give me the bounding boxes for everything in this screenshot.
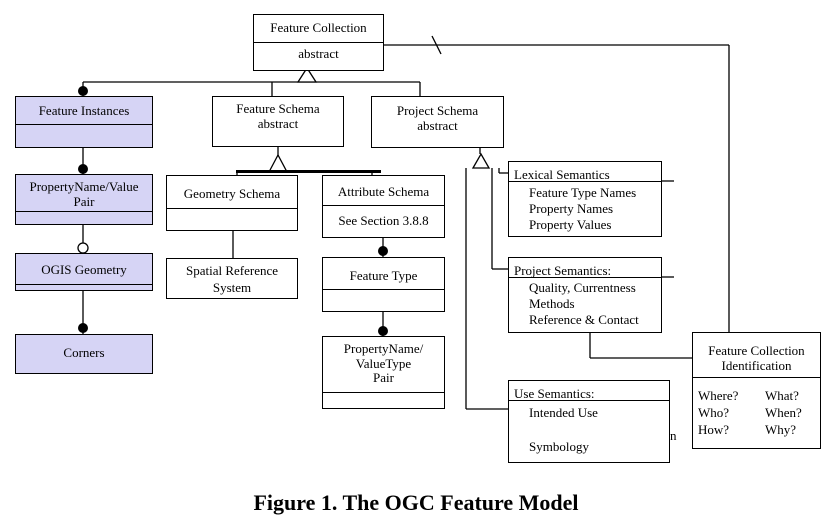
lexical-semantics-title: Lexical Semantics	[514, 167, 610, 182]
attribute-schema-divider	[323, 205, 444, 206]
corners-box: Corners	[15, 334, 153, 374]
fc-id-question: Why?	[765, 422, 797, 437]
valuetype-pair-line1: PropertyName/	[343, 341, 424, 356]
property-pair-dot	[78, 164, 88, 174]
fc-inheritance-triangle	[296, 66, 318, 83]
corners-dot	[78, 323, 88, 333]
project-semantics-divider	[509, 277, 661, 278]
ogis-geometry-box: OGIS Geometry	[15, 253, 153, 291]
feature-collection-divider	[254, 42, 383, 43]
geometry-schema-title: Geometry Schema	[183, 186, 281, 201]
figure-caption: Figure 1. The OGC Feature Model	[253, 490, 579, 515]
property-name-value-divider	[16, 211, 152, 212]
lexical-semantics-divider	[509, 181, 661, 182]
feature-instances-box: Feature Instances	[15, 96, 153, 148]
property-name-valuetype-box: PropertyName/ ValueType Pair	[322, 336, 445, 409]
valuetype-pair-line3: Pair	[373, 370, 394, 385]
lexical-semantics-item: Property Names	[529, 201, 614, 216]
project-semantics-item: Quality, Currentness	[529, 280, 636, 295]
spatial-reference-line2: System	[212, 280, 252, 295]
fc-id-question: Where?	[698, 388, 739, 403]
use-semantics-stray-label: n	[670, 428, 677, 443]
fc-identification-box: Feature Collection Identification Where?…	[692, 332, 821, 449]
ogis-geometry-title: OGIS Geometry	[41, 262, 127, 277]
fc-id-question: What?	[765, 388, 799, 403]
fc-identification-line1: Feature Collection	[708, 343, 805, 358]
feature-instances-dot	[78, 86, 88, 96]
project-semantics-item: Reference & Contact	[529, 312, 639, 327]
project-semantics-box: Project Semantics: Quality, Currentness …	[508, 257, 662, 333]
property-name-value-box: PropertyName/Value Pair	[15, 174, 153, 225]
valuetype-pair-line2: ValueType	[355, 356, 412, 371]
project-semantics-item: Methods	[529, 296, 575, 311]
fc-id-slash-mark	[431, 35, 442, 55]
geometry-schema-box: Geometry Schema	[166, 175, 298, 231]
fc-id-question: Who?	[698, 405, 730, 420]
fc-id-question: When?	[765, 405, 802, 420]
project-schema-abstract: abstract	[417, 118, 458, 133]
use-semantics-title: Use Semantics:	[514, 386, 595, 401]
feature-collection-title: Feature Collection	[270, 20, 367, 35]
feature-instances-divider	[16, 124, 152, 125]
valuetype-pair-dot	[378, 326, 388, 336]
feature-type-title: Feature Type	[349, 268, 418, 283]
feature-type-dot	[378, 246, 388, 256]
ogis-geometry-hollow-dot	[77, 242, 89, 254]
use-semantics-item: Intended Use	[529, 405, 598, 420]
use-semantics-item: Symbology	[529, 439, 589, 454]
use-semantics-divider	[509, 400, 669, 401]
attribute-schema-box: Attribute Schema See Section 3.8.8	[322, 175, 445, 238]
project-schema-box: Project Schema abstract	[371, 96, 504, 148]
corners-title: Corners	[63, 345, 105, 360]
project-schema-inheritance-triangle	[471, 152, 491, 169]
use-semantics-box: Use Semantics: Intended Use Symbology	[508, 380, 670, 463]
feature-type-divider	[323, 289, 444, 290]
valuetype-pair-divider	[323, 392, 444, 393]
attribute-schema-title: Attribute Schema	[337, 184, 430, 199]
fc-identification-line2: Identification	[721, 358, 792, 373]
feature-instances-title: Feature Instances	[38, 103, 130, 118]
spatial-reference-line1: Spatial Reference	[185, 263, 279, 278]
lexical-semantics-item: Feature Type Names	[529, 185, 637, 200]
fc-id-question: How?	[698, 422, 730, 437]
feature-schema-box: Feature Schema abstract	[212, 96, 344, 147]
geometry-schema-divider	[167, 208, 297, 209]
lexical-semantics-item: Property Values	[529, 217, 612, 232]
lexical-semantics-box: Lexical Semantics Feature Type Names Pro…	[508, 161, 662, 237]
project-schema-title: Project Schema	[396, 103, 479, 118]
fc-identification-divider	[693, 377, 820, 378]
feature-schema-abstract: abstract	[257, 116, 299, 131]
project-semantics-title: Project Semantics:	[514, 263, 612, 278]
feature-schema-title: Feature Schema	[236, 101, 320, 116]
feature-collection-abstract: abstract	[298, 46, 339, 61]
property-name-value-line1: PropertyName/Value	[29, 179, 139, 194]
attribute-schema-section-ref: See Section 3.8.8	[338, 213, 429, 228]
feature-type-box: Feature Type	[322, 257, 445, 312]
spatial-reference-system-box: Spatial Reference System	[166, 258, 298, 299]
property-name-value-line2: Pair	[73, 194, 95, 209]
feature-schema-thick-bus	[236, 170, 381, 173]
ogis-geometry-divider	[16, 284, 152, 285]
feature-schema-inheritance-triangle	[267, 153, 289, 173]
feature-collection-box: Feature Collection abstract	[253, 14, 384, 71]
